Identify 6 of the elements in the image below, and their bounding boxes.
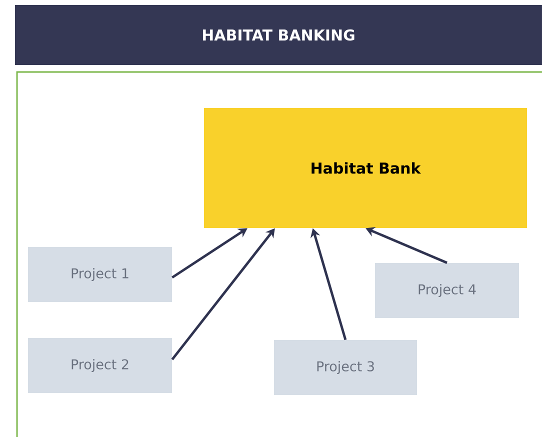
project-box: Project 4 <box>375 263 519 318</box>
bank-box: Habitat Bank <box>204 108 527 228</box>
project-box: Project 1 <box>28 247 172 302</box>
project-box: Project 2 <box>28 338 172 393</box>
project-box: Project 3 <box>274 340 417 395</box>
title-bar: HABITAT BANKING <box>15 5 542 65</box>
